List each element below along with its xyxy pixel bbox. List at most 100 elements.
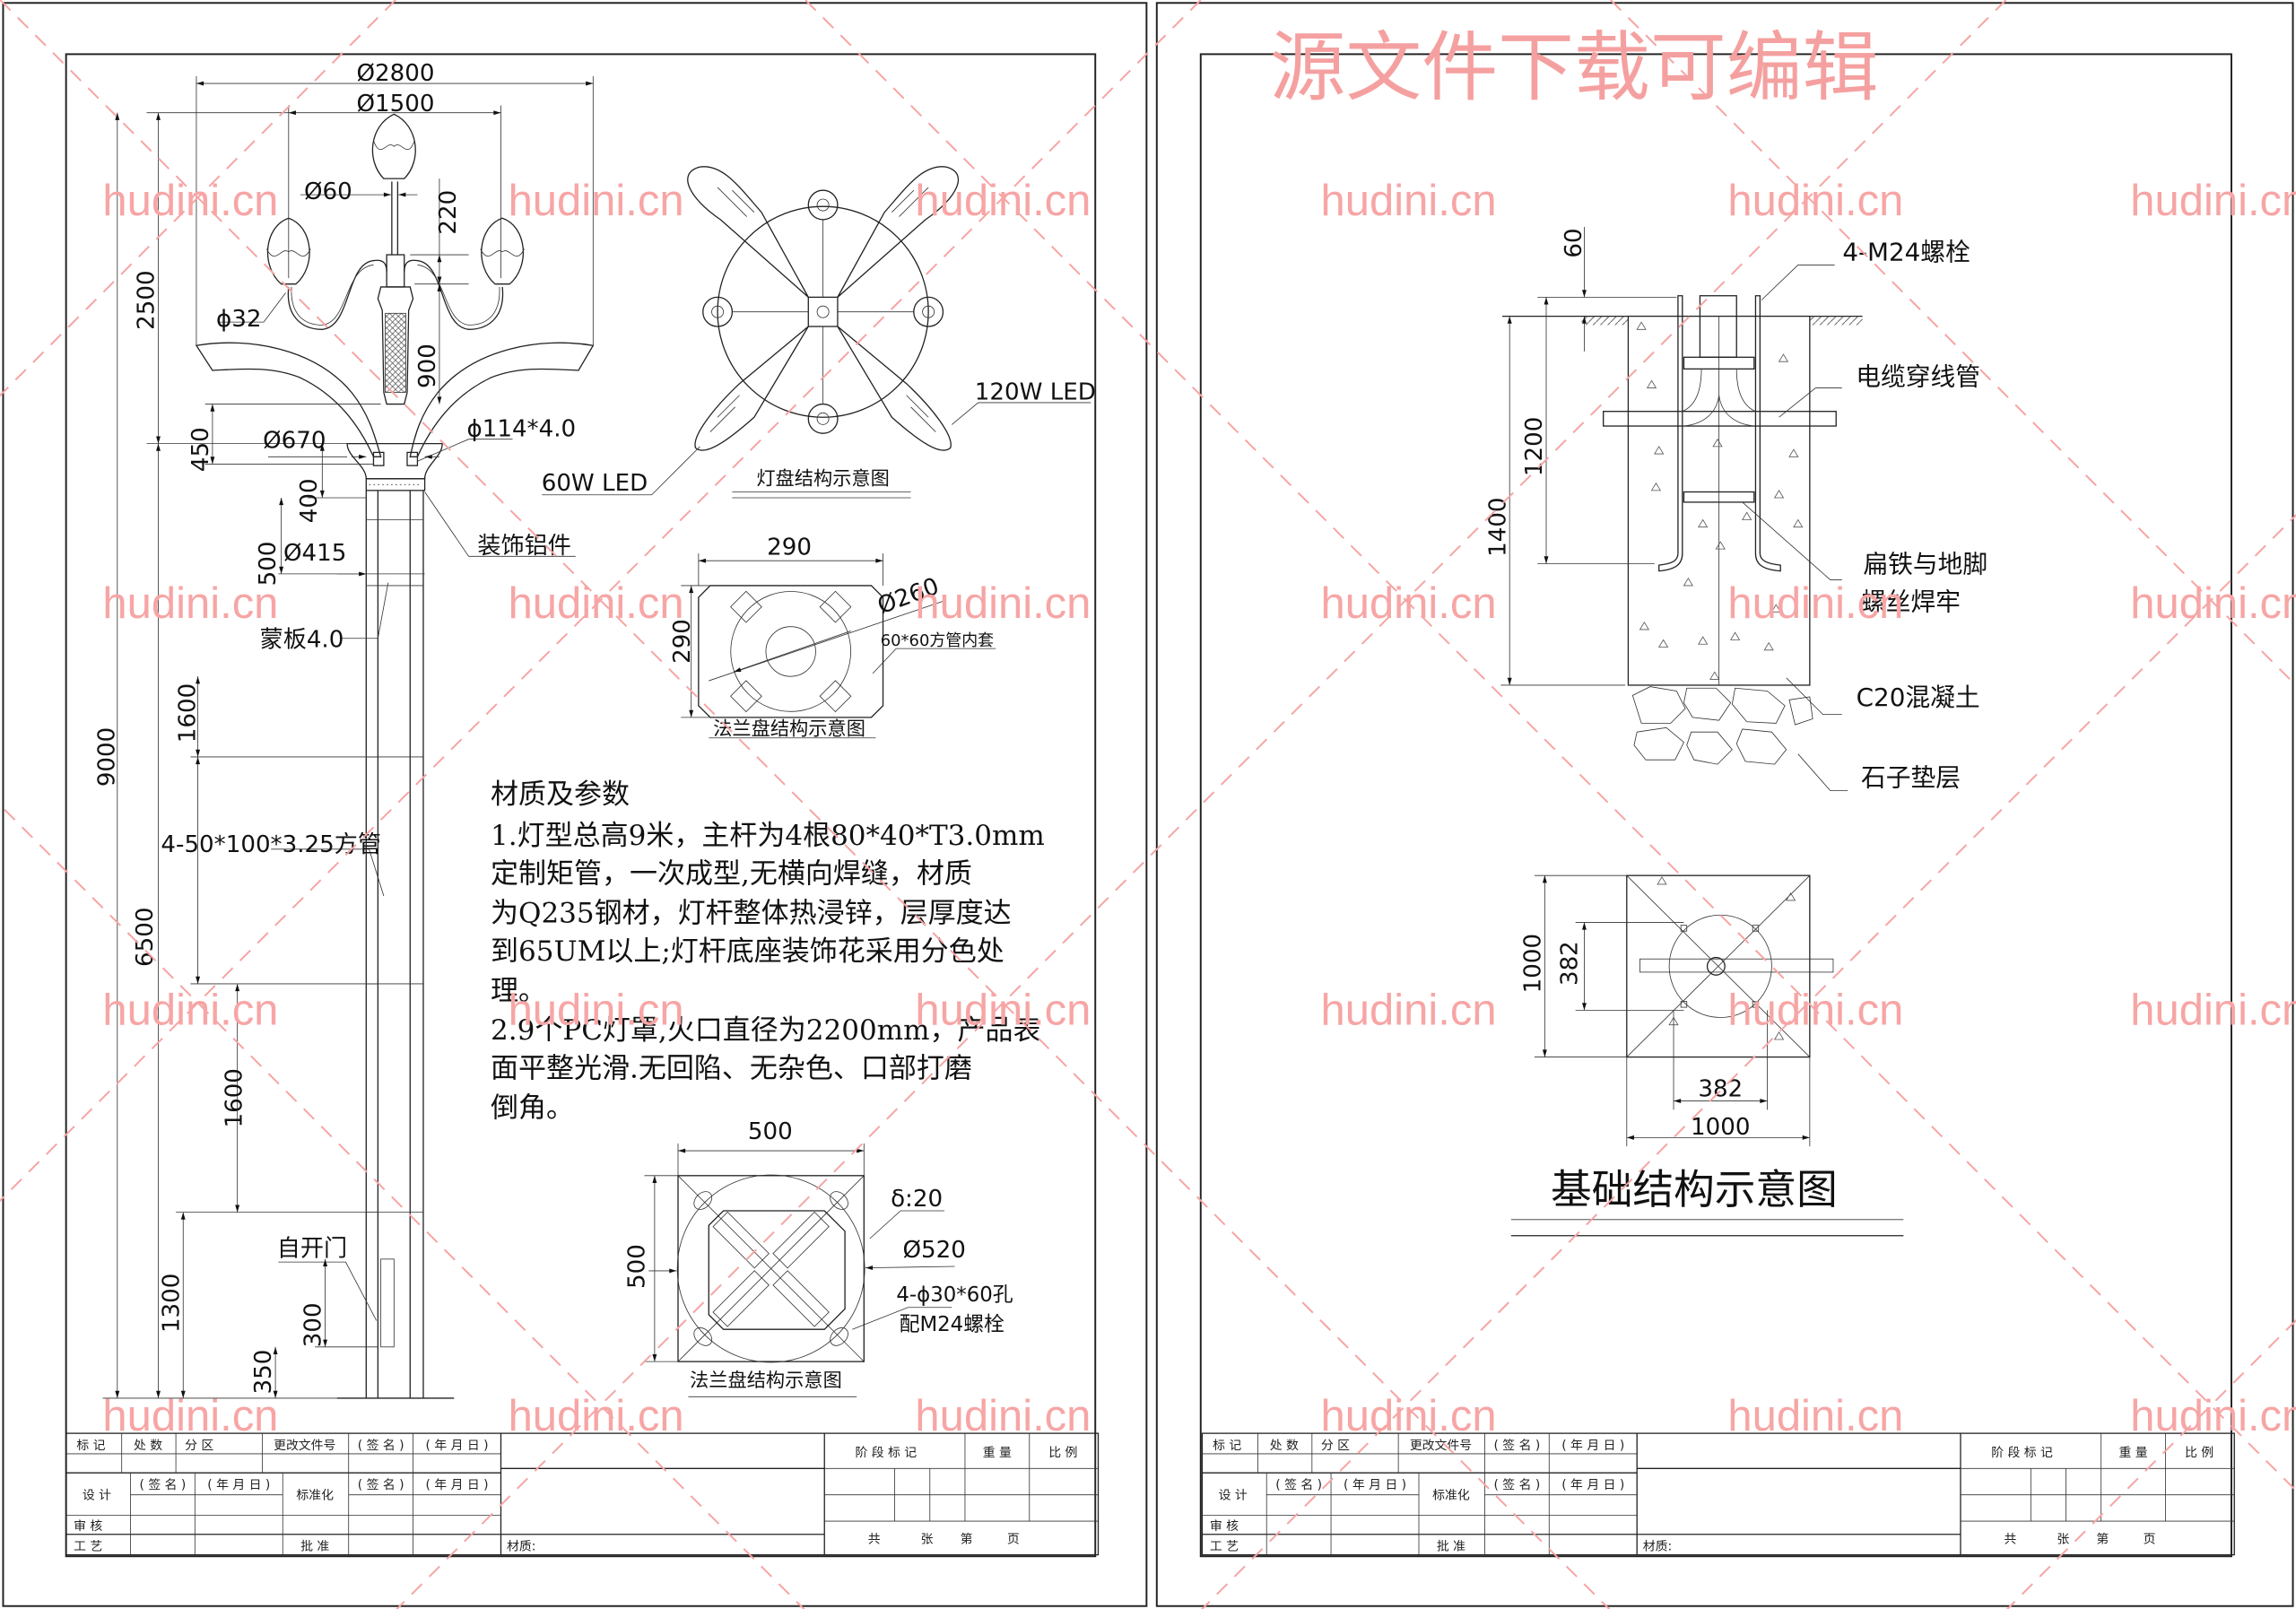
dim-plan-v1000: 1000 xyxy=(1519,934,1546,993)
watermark-text: hudini.cn xyxy=(2130,579,2296,628)
label-cable-pipe: 电缆穿线管 xyxy=(1856,361,1980,391)
watermark-text: hudini.cn xyxy=(509,1392,684,1440)
tb-approve: 批 准 xyxy=(1437,1540,1465,1554)
dim-h9000: 9000 xyxy=(94,727,121,787)
tb-page: 页 xyxy=(1007,1533,1020,1547)
watermark-text: hudini.cn xyxy=(102,579,278,628)
title-block-left: 标 记 处 数 分 区 更改文件号 ( 签 名 ) ( 年 月 日 ) 设 计 … xyxy=(65,1432,1100,1556)
lamp-plate-title: 灯盘结构示意图 xyxy=(756,467,890,490)
watermark-text: hudini.cn xyxy=(1321,177,1497,225)
title-block-right: 标 记 处 数 分 区 更改文件号 ( 签 名 ) ( 年 月 日 ) 设 计 … xyxy=(1201,1432,2235,1556)
watermark-text: hudini.cn xyxy=(915,1392,1091,1440)
label-plate-thickness: δ:20 xyxy=(891,1186,943,1213)
tb-material: 材质: xyxy=(507,1540,535,1554)
watermark-line xyxy=(0,0,396,397)
label-bolt-holes: 4-ϕ30*60孔 xyxy=(896,1283,1013,1307)
tb-sheets-unit: 张 xyxy=(2057,1533,2069,1547)
right-arm xyxy=(404,259,504,330)
notes-line: 1.灯型总高9米，主杆为4根80*40*T3.0mm xyxy=(491,820,1045,852)
left-sheet-frame xyxy=(2,2,1148,1607)
tb-standard: 标准化 xyxy=(1432,1489,1470,1503)
tb-weight: 重 量 xyxy=(983,1446,1012,1460)
watermark-text: hudini.cn xyxy=(1321,1392,1497,1440)
watermark-text: hudini.cn xyxy=(1321,579,1497,628)
tb-date: ( 年 月 日 ) xyxy=(426,1478,489,1492)
dim-flange-small-width: 290 xyxy=(767,535,812,561)
label-m24-bolts: 配M24螺栓 xyxy=(900,1313,1004,1336)
tb-sheet-no: 第 xyxy=(961,1532,973,1547)
watermark-text: hudini.cn xyxy=(1727,579,1903,628)
label-120w-led: 120W LED xyxy=(975,379,1096,406)
left-leaf-reflector xyxy=(195,342,382,457)
tb-change-doc: 更改文件号 xyxy=(274,1439,335,1453)
notes-line: 定制矩管，一次成型,无横向焊缝，材质 xyxy=(491,857,972,890)
dim-h900: 900 xyxy=(414,344,441,388)
large-flange-diagram: 500 500 δ:20 Ø520 4-ϕ30*60孔 配M24螺栓 法兰盘结构… xyxy=(623,1118,1013,1397)
watermark-text: hudini.cn xyxy=(102,177,278,225)
label-weld-line2: 螺丝焊牢 xyxy=(1861,587,1961,617)
material-notes: 材质及参数 1.灯型总高9米，主杆为4根80*40*T3.0mm 定制矩管，一次… xyxy=(491,778,1045,1124)
tb-material: 材质: xyxy=(1643,1540,1672,1554)
watermark-line xyxy=(0,804,805,1609)
tb-sign: ( 签 名 ) xyxy=(358,1438,404,1453)
tb-process: 工 艺 xyxy=(1210,1540,1239,1554)
small-flange-diagram: 290 290 Ø260 60*60方管内套 法兰盘结构示意图 xyxy=(669,535,996,740)
dim-d2800: Ø2800 xyxy=(356,60,434,87)
label-square-tube: 4-50*100*3.25方管 xyxy=(161,831,381,858)
tb-sheets-unit: 张 xyxy=(921,1533,934,1547)
dim-h400: 400 xyxy=(296,478,323,523)
watermark-text: hudini.cn xyxy=(915,177,1091,225)
dim-tube: ϕ114*4.0 xyxy=(467,415,577,442)
tb-page: 页 xyxy=(2144,1533,2156,1547)
tb-weight: 重 量 xyxy=(2119,1446,2148,1460)
tb-sign: ( 签 名 ) xyxy=(1275,1477,1322,1492)
watermark-text: hudini.cn xyxy=(509,987,684,1035)
flange-small-title: 法兰盘结构示意图 xyxy=(713,718,865,740)
watermark-text: hudini.cn xyxy=(1727,1392,1903,1440)
watermark-texts: hudini.cn hudini.cn hudini.cn hudini.cn hudi… xyxy=(102,177,2296,1440)
watermark-text: hudini.cn xyxy=(1321,987,1497,1035)
label-60w-led: 60W LED xyxy=(542,470,648,497)
tb-zone: 分 区 xyxy=(185,1439,213,1453)
watermark-text: hudini.cn xyxy=(915,987,1091,1035)
ornamental-column xyxy=(377,286,414,405)
dim-h220: 220 xyxy=(435,190,462,235)
watermark-text: hudini.cn xyxy=(2130,987,2296,1035)
watermark-text: hudini.cn xyxy=(1727,987,1903,1035)
tb-date: ( 年 月 日 ) xyxy=(1561,1439,1624,1453)
watermark-text: hudini.cn xyxy=(509,177,684,225)
tb-sign: ( 签 名 ) xyxy=(358,1477,404,1492)
watermark-line xyxy=(0,0,1202,1203)
dim-d670: Ø670 xyxy=(263,428,326,455)
dim-h6500: 6500 xyxy=(132,908,159,967)
dim-h1300: 1300 xyxy=(158,1274,185,1333)
tb-approve: 批 准 xyxy=(300,1540,329,1554)
tb-mark: 标 记 xyxy=(76,1439,105,1453)
notes-line: 倒角。 xyxy=(491,1092,574,1125)
dim-h500: 500 xyxy=(255,542,282,587)
tb-process: 工 艺 xyxy=(74,1540,102,1554)
foundation-title: 基础结构示意图 xyxy=(1551,1166,1838,1213)
right-sheet-frame xyxy=(1155,2,2294,1607)
dim-h450: 450 xyxy=(187,427,214,472)
left-lamp-shade xyxy=(266,217,310,285)
label-concrete: C20混凝土 xyxy=(1857,683,1980,712)
tb-review: 审 核 xyxy=(1210,1519,1239,1534)
tb-change-doc: 更改文件号 xyxy=(1410,1439,1472,1453)
gravel-bed xyxy=(1631,686,1813,765)
watermark-banner: 源文件下载可编辑 xyxy=(1270,23,1879,112)
flange-large-title: 法兰盘结构示意图 xyxy=(690,1370,842,1392)
notes-heading: 材质及参数 xyxy=(491,778,630,811)
watermark-line xyxy=(804,0,2296,1492)
pole-dimension-labels: Ø2800 Ø1500 Ø60 220 ϕ32 2500 900 450 Ø67… xyxy=(94,60,577,1395)
foundation-plan: 1000 382 382 1000 基础结构示意图 xyxy=(1510,874,1904,1237)
dim-h1600b: 1600 xyxy=(222,1068,248,1127)
dim-d32: ϕ32 xyxy=(216,306,261,333)
dim-d1500: Ø1500 xyxy=(356,91,434,117)
dim-flange-large-diameter: Ø520 xyxy=(902,1237,965,1264)
tb-design: 设 计 xyxy=(1219,1489,1248,1503)
right-leaf-reflector xyxy=(409,342,595,457)
led-petal-nw xyxy=(687,166,809,298)
right-anchor-bolt xyxy=(1754,295,1781,572)
